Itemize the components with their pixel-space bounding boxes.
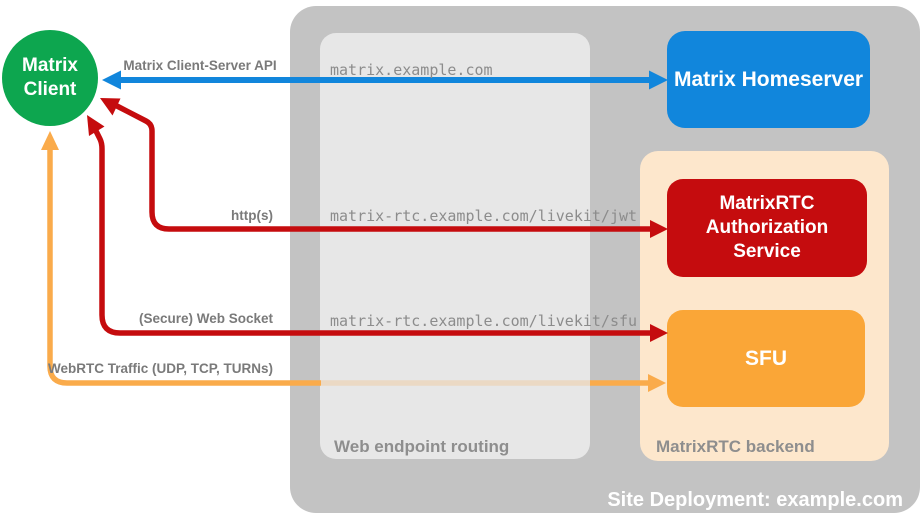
auth-service-label-line3: Service xyxy=(733,241,801,262)
sfu-node: SFU xyxy=(667,310,865,407)
http-arrow-label: http(s) xyxy=(231,208,273,223)
auth-service-label-line1: MatrixRTC xyxy=(719,193,815,214)
matrix-client-label-line2: Client xyxy=(23,79,77,100)
matrix-client-node: Matrix Client xyxy=(2,30,98,126)
web-socket-arrow-label: (Secure) Web Socket xyxy=(138,311,273,326)
matrixrtc-backend-label: MatrixRTC backend xyxy=(656,437,815,456)
web-endpoint-routing-label: Web endpoint routing xyxy=(334,437,510,456)
route-livekit-jwt: matrix-rtc.example.com/livekit/jwt xyxy=(330,207,638,225)
route-livekit-sfu: matrix-rtc.example.com/livekit/sfu xyxy=(330,312,638,330)
matrix-client-label-line1: Matrix xyxy=(22,55,78,76)
auth-service-label-line2: Authorization xyxy=(705,217,829,238)
matrix-homeserver-node: Matrix Homeserver xyxy=(667,31,870,128)
site-deployment-label: Site Deployment: example.com xyxy=(607,489,903,511)
route-matrix-example-com: matrix.example.com xyxy=(330,61,493,79)
matrixrtc-authorization-service-node: MatrixRTC Authorization Service xyxy=(667,179,867,277)
matrix-homeserver-label: Matrix Homeserver xyxy=(673,67,864,91)
sfu-label: SFU xyxy=(745,346,787,370)
web-endpoint-routing-box xyxy=(320,33,590,459)
client-server-api-arrow-label: Matrix Client-Server API xyxy=(123,58,277,73)
webrtc-traffic-arrow-label: WebRTC Traffic (UDP, TCP, TURNs) xyxy=(47,361,273,376)
